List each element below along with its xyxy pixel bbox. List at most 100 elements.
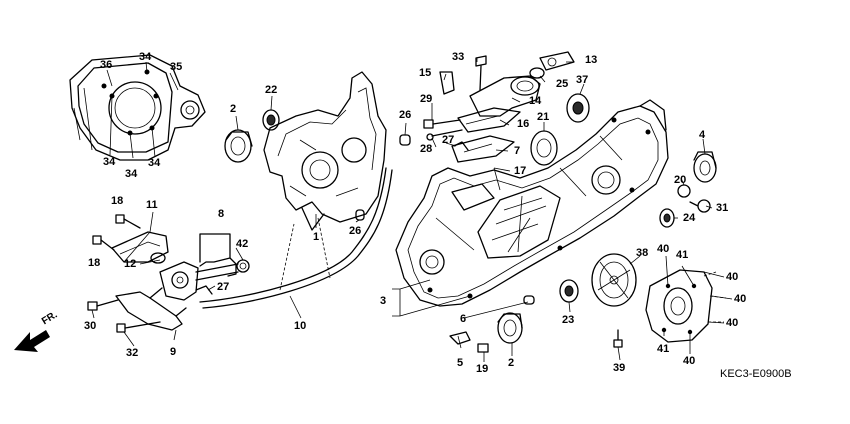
- reed-valve-16: [457, 107, 521, 133]
- callout-34b: 34: [103, 156, 116, 168]
- callout-34c: 34: [125, 168, 138, 180]
- front-direction-arrow: [14, 330, 50, 352]
- callout-29: 29: [420, 93, 433, 105]
- dowel-26-upper: [399, 134, 411, 146]
- callout-41b: 41: [657, 343, 670, 355]
- callout-5: 5: [457, 357, 464, 369]
- right-crankcase-3: [395, 99, 669, 307]
- left-crankcase: [263, 71, 387, 231]
- callout-40a: 40: [657, 243, 670, 255]
- dowel-26-left: [355, 209, 365, 221]
- oil-pump-shaft-8: [199, 233, 231, 263]
- clamp-15: [439, 71, 455, 95]
- callout-17: 17: [514, 165, 527, 177]
- bearing-4: [693, 151, 717, 183]
- callout-35: 35: [170, 61, 183, 73]
- cooling-fan-38: [591, 253, 637, 307]
- seal-22: [262, 109, 280, 131]
- callout-26-left: 26: [349, 225, 362, 237]
- callout-33: 33: [452, 51, 465, 63]
- bolt-19: [477, 343, 489, 353]
- dowel-6: [523, 295, 535, 305]
- callout-27-left: 27: [217, 281, 230, 293]
- callout-14: 14: [529, 95, 542, 107]
- callout-24: 24: [683, 212, 696, 224]
- callout-18-upper: 18: [111, 195, 124, 207]
- callout-37: 37: [576, 74, 589, 86]
- callout-40b: 40: [726, 271, 739, 283]
- bearing-37: [566, 93, 590, 123]
- oil-pump-cover-11: [111, 231, 169, 263]
- callout-15: 15: [419, 67, 432, 79]
- breather-tube-10: [199, 167, 393, 309]
- washer-20: [677, 184, 691, 198]
- callout-36: 36: [100, 59, 113, 71]
- callout-32: 32: [126, 347, 139, 359]
- callout-8: 8: [218, 208, 225, 220]
- reed-gasket-7: [451, 135, 515, 163]
- oil-pump-body: [150, 252, 250, 301]
- callout-25: 25: [556, 78, 569, 90]
- bolt-30: [87, 299, 119, 311]
- screw-29: [423, 119, 461, 129]
- o-ring-25: [529, 67, 545, 79]
- callout-6: 6: [460, 313, 467, 325]
- bearing-2-lower: [497, 312, 523, 344]
- callout-16: 16: [517, 118, 530, 130]
- callout-30: 30: [84, 320, 97, 332]
- callout-39: 39: [613, 362, 626, 374]
- callout-2-lower: 2: [508, 357, 515, 369]
- clip-5: [449, 331, 471, 345]
- bearing-2-upper: [224, 129, 253, 163]
- leader-lines: [91, 58, 733, 362]
- callout-13: 13: [585, 54, 598, 66]
- callout-19: 19: [476, 363, 489, 375]
- callout-1: 1: [313, 231, 320, 243]
- bolt-31: [689, 199, 711, 213]
- bolt-33: [475, 55, 487, 91]
- callout-40d: 40: [726, 317, 739, 329]
- callout-27-upper: 27: [442, 134, 455, 146]
- callout-38: 38: [636, 247, 649, 259]
- callout-4: 4: [699, 129, 706, 141]
- seal-23: [559, 279, 579, 303]
- callout-41a: 41: [676, 249, 689, 261]
- callout-2-upper: 2: [230, 103, 237, 115]
- bolt-32: [116, 321, 161, 333]
- callout-9: 9: [170, 346, 177, 358]
- callout-3: 3: [380, 295, 387, 307]
- clip-27-upper: [453, 141, 469, 151]
- kick-cover-40: [645, 269, 727, 343]
- callout-34a: 34: [139, 51, 152, 63]
- intake-pipe-14: [469, 75, 541, 117]
- callout-18-lower: 18: [88, 257, 101, 269]
- callout-20: 20: [674, 174, 687, 186]
- callout-31: 31: [716, 202, 729, 214]
- bolt-18-upper: [115, 214, 141, 229]
- clip-27-left: [195, 285, 213, 295]
- bearing-21: [530, 130, 558, 166]
- diagram-code: KEC3-E0900B: [720, 368, 792, 380]
- callout-21: 21: [537, 111, 550, 123]
- callout-28: 28: [420, 143, 433, 155]
- callout-11: 11: [146, 199, 158, 211]
- callout-26-upper: 26: [399, 109, 412, 121]
- callout-12: 12: [124, 258, 137, 270]
- callout-10: 10: [294, 320, 307, 332]
- gasket-13: [539, 51, 575, 71]
- left-side-cover: [69, 54, 206, 161]
- screw-28: [426, 129, 463, 141]
- callout-40e: 40: [683, 355, 696, 367]
- callout-7: 7: [514, 145, 521, 157]
- callout-40c: 40: [734, 293, 747, 305]
- bolt-18-lower: [92, 235, 115, 251]
- callout-42: 42: [236, 238, 249, 250]
- oil-pump-chain-guide-9: [115, 287, 187, 331]
- callout-34d: 34: [148, 157, 161, 169]
- callout-23: 23: [562, 314, 575, 326]
- callout-22: 22: [265, 84, 278, 96]
- screw-39: [613, 329, 623, 348]
- seal-24: [659, 208, 675, 228]
